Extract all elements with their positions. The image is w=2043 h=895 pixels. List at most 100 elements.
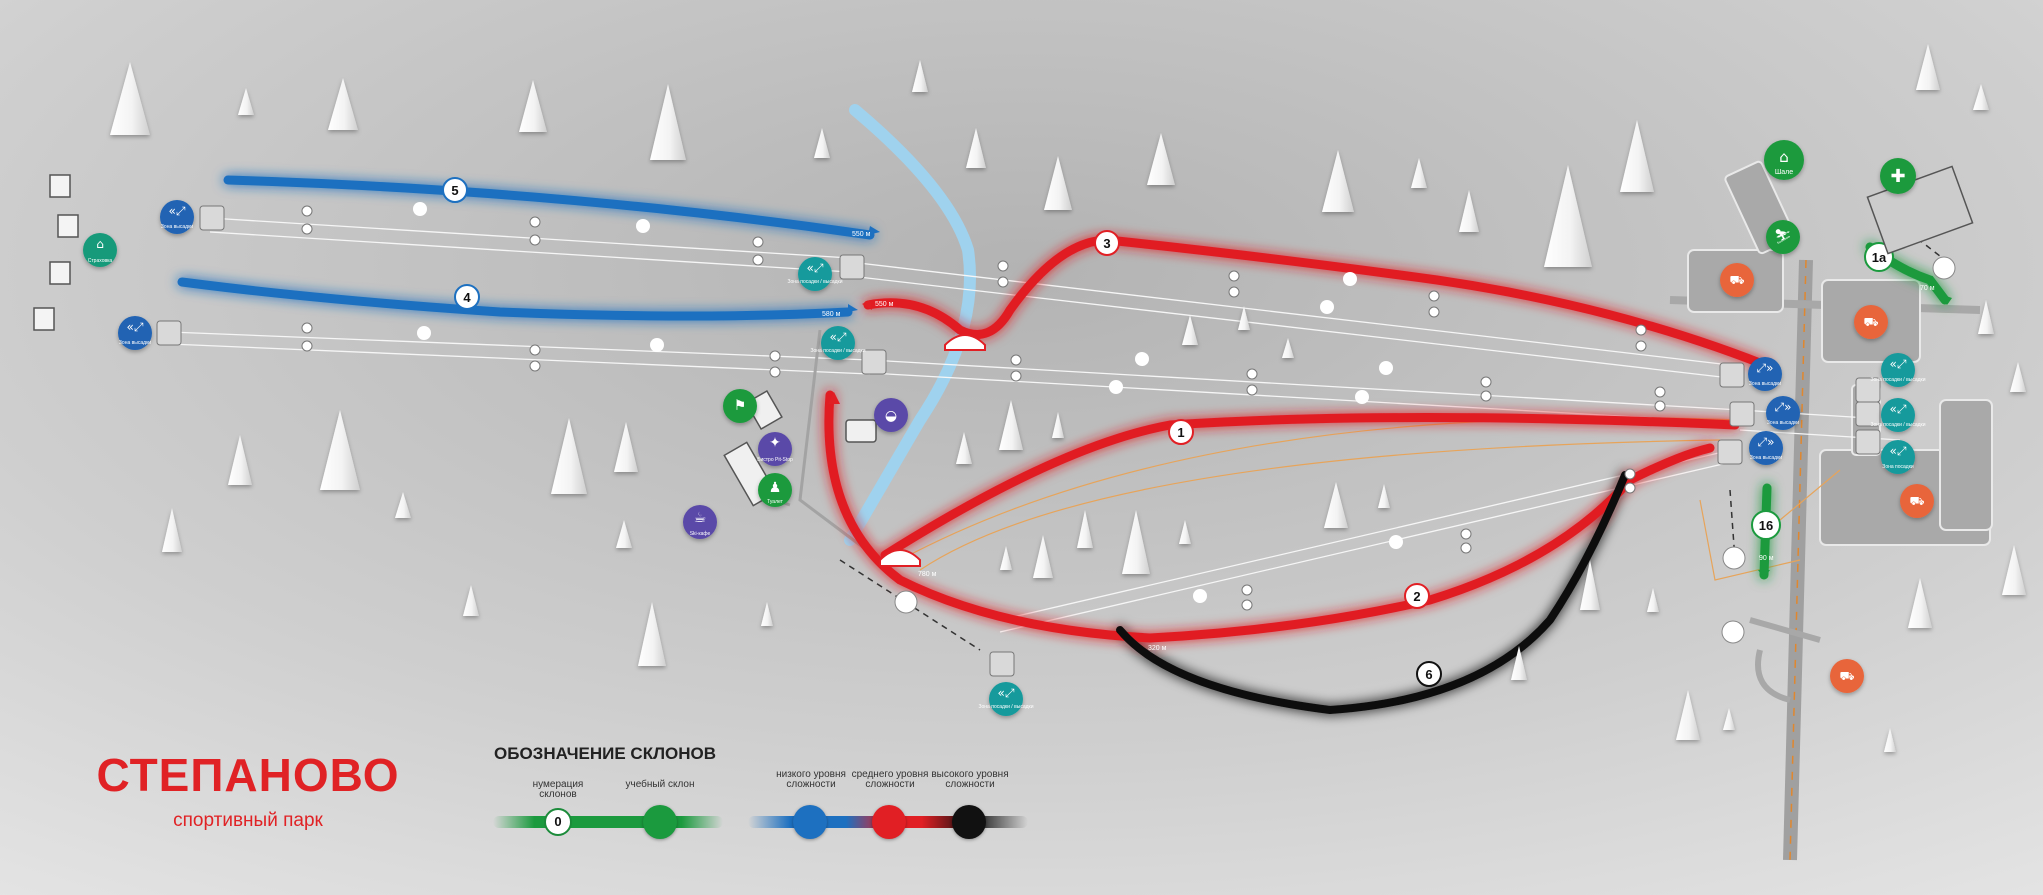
snow-cannon-icon (1135, 352, 1149, 366)
zone-label: Зона высадки (119, 340, 151, 346)
svg-text:«⤢: «⤢ (830, 330, 847, 344)
chairlift-boarding-icon[interactable] (821, 326, 855, 360)
brand-name: СТЕПАНОВО (96, 749, 400, 801)
legend-training-caption: учебный склон (625, 779, 695, 790)
tree-icon (1916, 44, 1940, 90)
tree-icon (395, 492, 411, 518)
chalet-icon[interactable] (1764, 140, 1804, 180)
tree-icon (320, 410, 360, 490)
restaurant-icon[interactable] (758, 432, 792, 466)
slope-3[interactable] (863, 235, 1770, 370)
legend-black-dot (952, 805, 986, 839)
cafe-label: Ski-кафе (690, 531, 711, 537)
parking-icon[interactable] (1720, 263, 1754, 297)
chairlift-exit-icon[interactable] (1748, 357, 1782, 391)
svg-text:⛟: ⛟ (1839, 669, 1854, 683)
svg-text:⛟: ⛟ (1909, 494, 1924, 508)
tree-icon (162, 508, 182, 552)
chairlift-exit-icon[interactable] (1766, 396, 1800, 430)
lift-stations (156, 205, 1881, 677)
left-cabins (33, 174, 79, 331)
tree-icon (1322, 150, 1354, 212)
svg-text:⌂: ⌂ (96, 237, 104, 251)
zone-label: Зона посадки / высадки (979, 704, 1034, 710)
zone-label: Зона высадки (1749, 381, 1781, 387)
poi-icons[interactable] (83, 140, 1934, 716)
snow-cannon-icon (1389, 535, 1403, 549)
tree-icon (328, 78, 358, 130)
rental-icon[interactable] (1766, 220, 1800, 254)
slope-badge-4: 4 (454, 284, 480, 310)
slope-2-length: 780 м (918, 571, 937, 578)
svg-text:«⤢: «⤢ (1890, 444, 1907, 458)
slope-3-length: 550 м (875, 301, 894, 308)
ticket-icon[interactable] (723, 389, 757, 423)
legend-high-caption: высокого уровня сложности (931, 769, 1009, 790)
svg-text:«⤢: «⤢ (807, 261, 824, 275)
chairlift-exit-icon[interactable] (160, 200, 194, 234)
chairlift-boarding-icon[interactable] (1881, 398, 1915, 432)
slope-6[interactable] (1116, 471, 1629, 715)
parking-icon[interactable] (1830, 659, 1864, 693)
snow-cannon-icon (636, 219, 650, 233)
svg-text:⤢»: ⤢» (1774, 400, 1792, 414)
snow-cannon-icon (650, 338, 664, 352)
svg-text:«⤢: «⤢ (1890, 357, 1907, 371)
zone-label: Зона посадки / высадки (788, 279, 843, 285)
tree-icon (1282, 338, 1294, 358)
slope-4[interactable] (177, 277, 853, 321)
tree-icon (1647, 588, 1659, 612)
tree-icon (1978, 300, 1994, 334)
chairlift-boarding-icon[interactable] (798, 257, 832, 291)
slope-badge-5: 5 (442, 177, 468, 203)
bridge-icon (944, 334, 986, 351)
slope-1[interactable] (880, 413, 1740, 560)
tree-icon (1238, 306, 1250, 330)
slope-badge-3-label: 3 (1103, 236, 1110, 251)
svg-text:⤢»: ⤢» (1757, 435, 1775, 449)
stanovaya-icon[interactable] (83, 233, 117, 267)
slope-5[interactable] (223, 175, 875, 240)
tree-icon (956, 432, 972, 464)
slope-badge-1: 1 (1168, 419, 1194, 445)
tree-icon (1459, 190, 1479, 232)
bridge-icon (879, 549, 921, 567)
snow-cannon-icon (1109, 380, 1123, 394)
tree-icon (1973, 84, 1989, 110)
toilet-icon[interactable] (758, 473, 792, 507)
tree-icon (1122, 510, 1150, 574)
tree-icon (1052, 412, 1064, 438)
chairlift-boarding-icon[interactable] (1881, 440, 1915, 474)
slope-length-labels: 550 м 580 м 550 м 780 м 320 м 70 м 90 м (822, 231, 1935, 652)
chairlift-exit-icon[interactable] (1749, 431, 1783, 465)
chalet-label: Шале (1775, 169, 1793, 176)
svg-text:⌂: ⌂ (1779, 148, 1789, 166)
svg-text:⤢»: ⤢» (1756, 361, 1774, 375)
parking-icon[interactable] (1900, 484, 1934, 518)
first-aid-icon[interactable] (1880, 158, 1916, 194)
chairlift-exit-icon[interactable] (118, 316, 152, 350)
ski-school-icon (1722, 546, 1746, 570)
tree-icon (228, 435, 252, 485)
tree-icon (1044, 156, 1072, 210)
slope-badge-2: 2 (1404, 583, 1430, 609)
chairlift-boarding-icon[interactable] (989, 682, 1023, 716)
parking-icon[interactable] (1854, 305, 1888, 339)
tree-icon (1620, 120, 1654, 192)
slope-badge-4-label: 4 (463, 290, 471, 305)
zone-label: Зона посадки / высадки (811, 348, 866, 354)
slope-4-length: 580 м (822, 311, 841, 318)
svg-text:✦: ✦ (769, 435, 781, 451)
lift-pylons (301, 205, 1666, 611)
stanovaya-label: Страховка (88, 258, 113, 264)
restaurant-label: Бистро Pit-Stop (757, 457, 793, 463)
svg-text:⛟: ⛟ (1729, 273, 1744, 287)
cafe-icon[interactable] (683, 505, 717, 539)
food-icon[interactable] (874, 398, 908, 432)
snow-cannons (413, 202, 1403, 603)
svg-text:⛟: ⛟ (1863, 315, 1878, 329)
zone-label: Зона высадки (161, 224, 193, 230)
svg-text:«⤢: «⤢ (1890, 402, 1907, 416)
chairlift-boarding-icon[interactable] (1881, 353, 1915, 387)
tree-icon (814, 128, 830, 158)
